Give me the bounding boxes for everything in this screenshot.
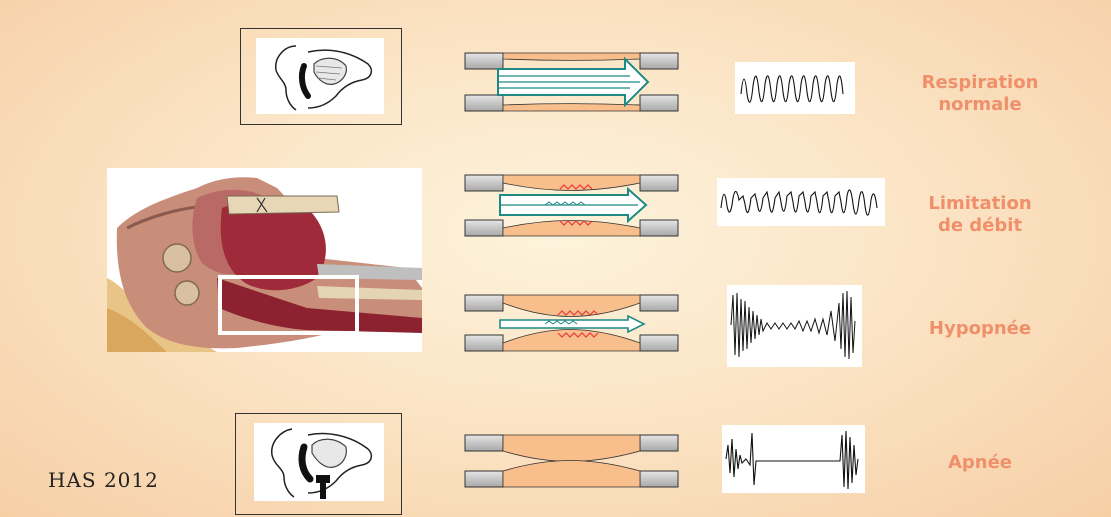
head-profile-apnea-icon [271,428,373,499]
airflow-arrow-hypopnea [499,314,646,334]
profile-frame-apnea [235,413,402,515]
tube-diagrams [464,52,679,488]
label-limitation-debit: Limitation de débit [928,193,1032,236]
tube-normal [464,52,679,112]
profile-frame-normal [240,28,402,125]
label-apnee: Apnée [947,452,1013,473]
airway-anatomy-illustration [107,168,422,352]
tube-hypopnea [464,294,679,352]
profile-apnea-box [254,423,384,501]
tube-limitation [464,174,679,237]
tube-apnea [464,434,679,488]
waveform-limitation [717,178,885,226]
label-respiration-normale: Respiration normale [921,72,1039,115]
waveform-hypopnea [727,285,862,367]
head-profile-icon [275,45,373,111]
profile-normal-box [256,38,384,114]
source-footer: HAS 2012 [48,468,159,492]
waveform-normal [735,62,855,114]
waveform-apnea [722,425,865,493]
label-hypopnee: Hypopnée [928,318,1032,339]
